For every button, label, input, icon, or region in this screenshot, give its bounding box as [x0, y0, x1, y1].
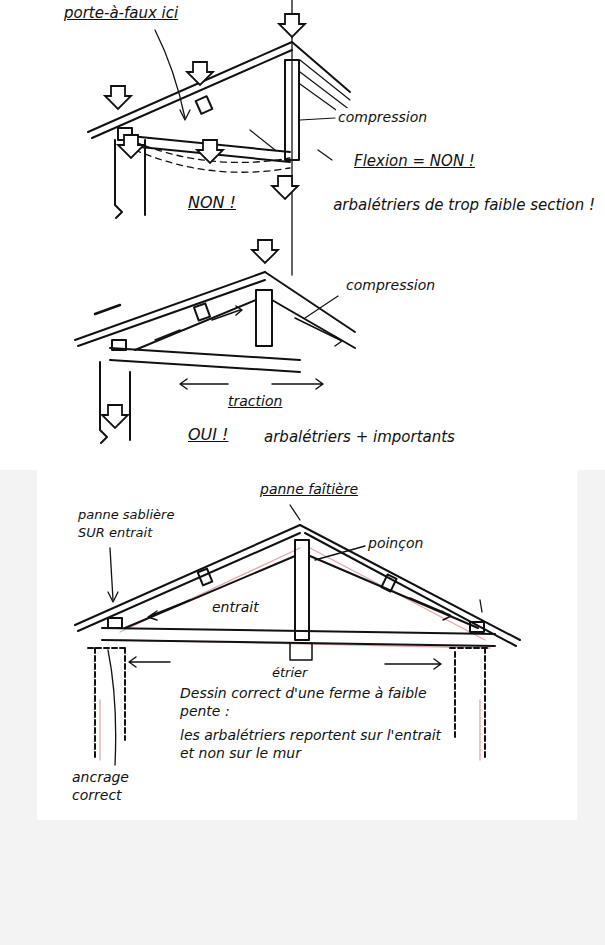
annotation-text: arbalétriers + importants — [262, 428, 457, 446]
annotation-text: entrait — [210, 598, 261, 616]
annotation-text: arbalétriers de trop faible section ! — [318, 196, 597, 214]
annotation-text: ancrage correct — [70, 768, 164, 804]
annotation-text: NON ! — [186, 194, 238, 212]
annotation-text: Dessin correct d'une ferme à faible pent… — [178, 684, 450, 720]
annotation-text: panne faîtière — [258, 480, 360, 498]
annotation-text: les arbalétriers reportent sur l'entrait… — [178, 726, 454, 762]
annotation-text: panne sablière SUR entrait — [76, 506, 192, 542]
annotation-text: traction — [226, 392, 284, 410]
annotation-text: porte-à-faux ici — [62, 4, 180, 22]
annotation-text: étrier — [270, 664, 309, 682]
annotation-text: Flexion = NON ! — [352, 152, 477, 170]
annotation-text: compression — [344, 276, 437, 294]
annotation-text: poinçon — [366, 534, 425, 552]
annotation-text: OUI ! — [186, 426, 231, 444]
annotation-text: compression — [336, 108, 429, 126]
